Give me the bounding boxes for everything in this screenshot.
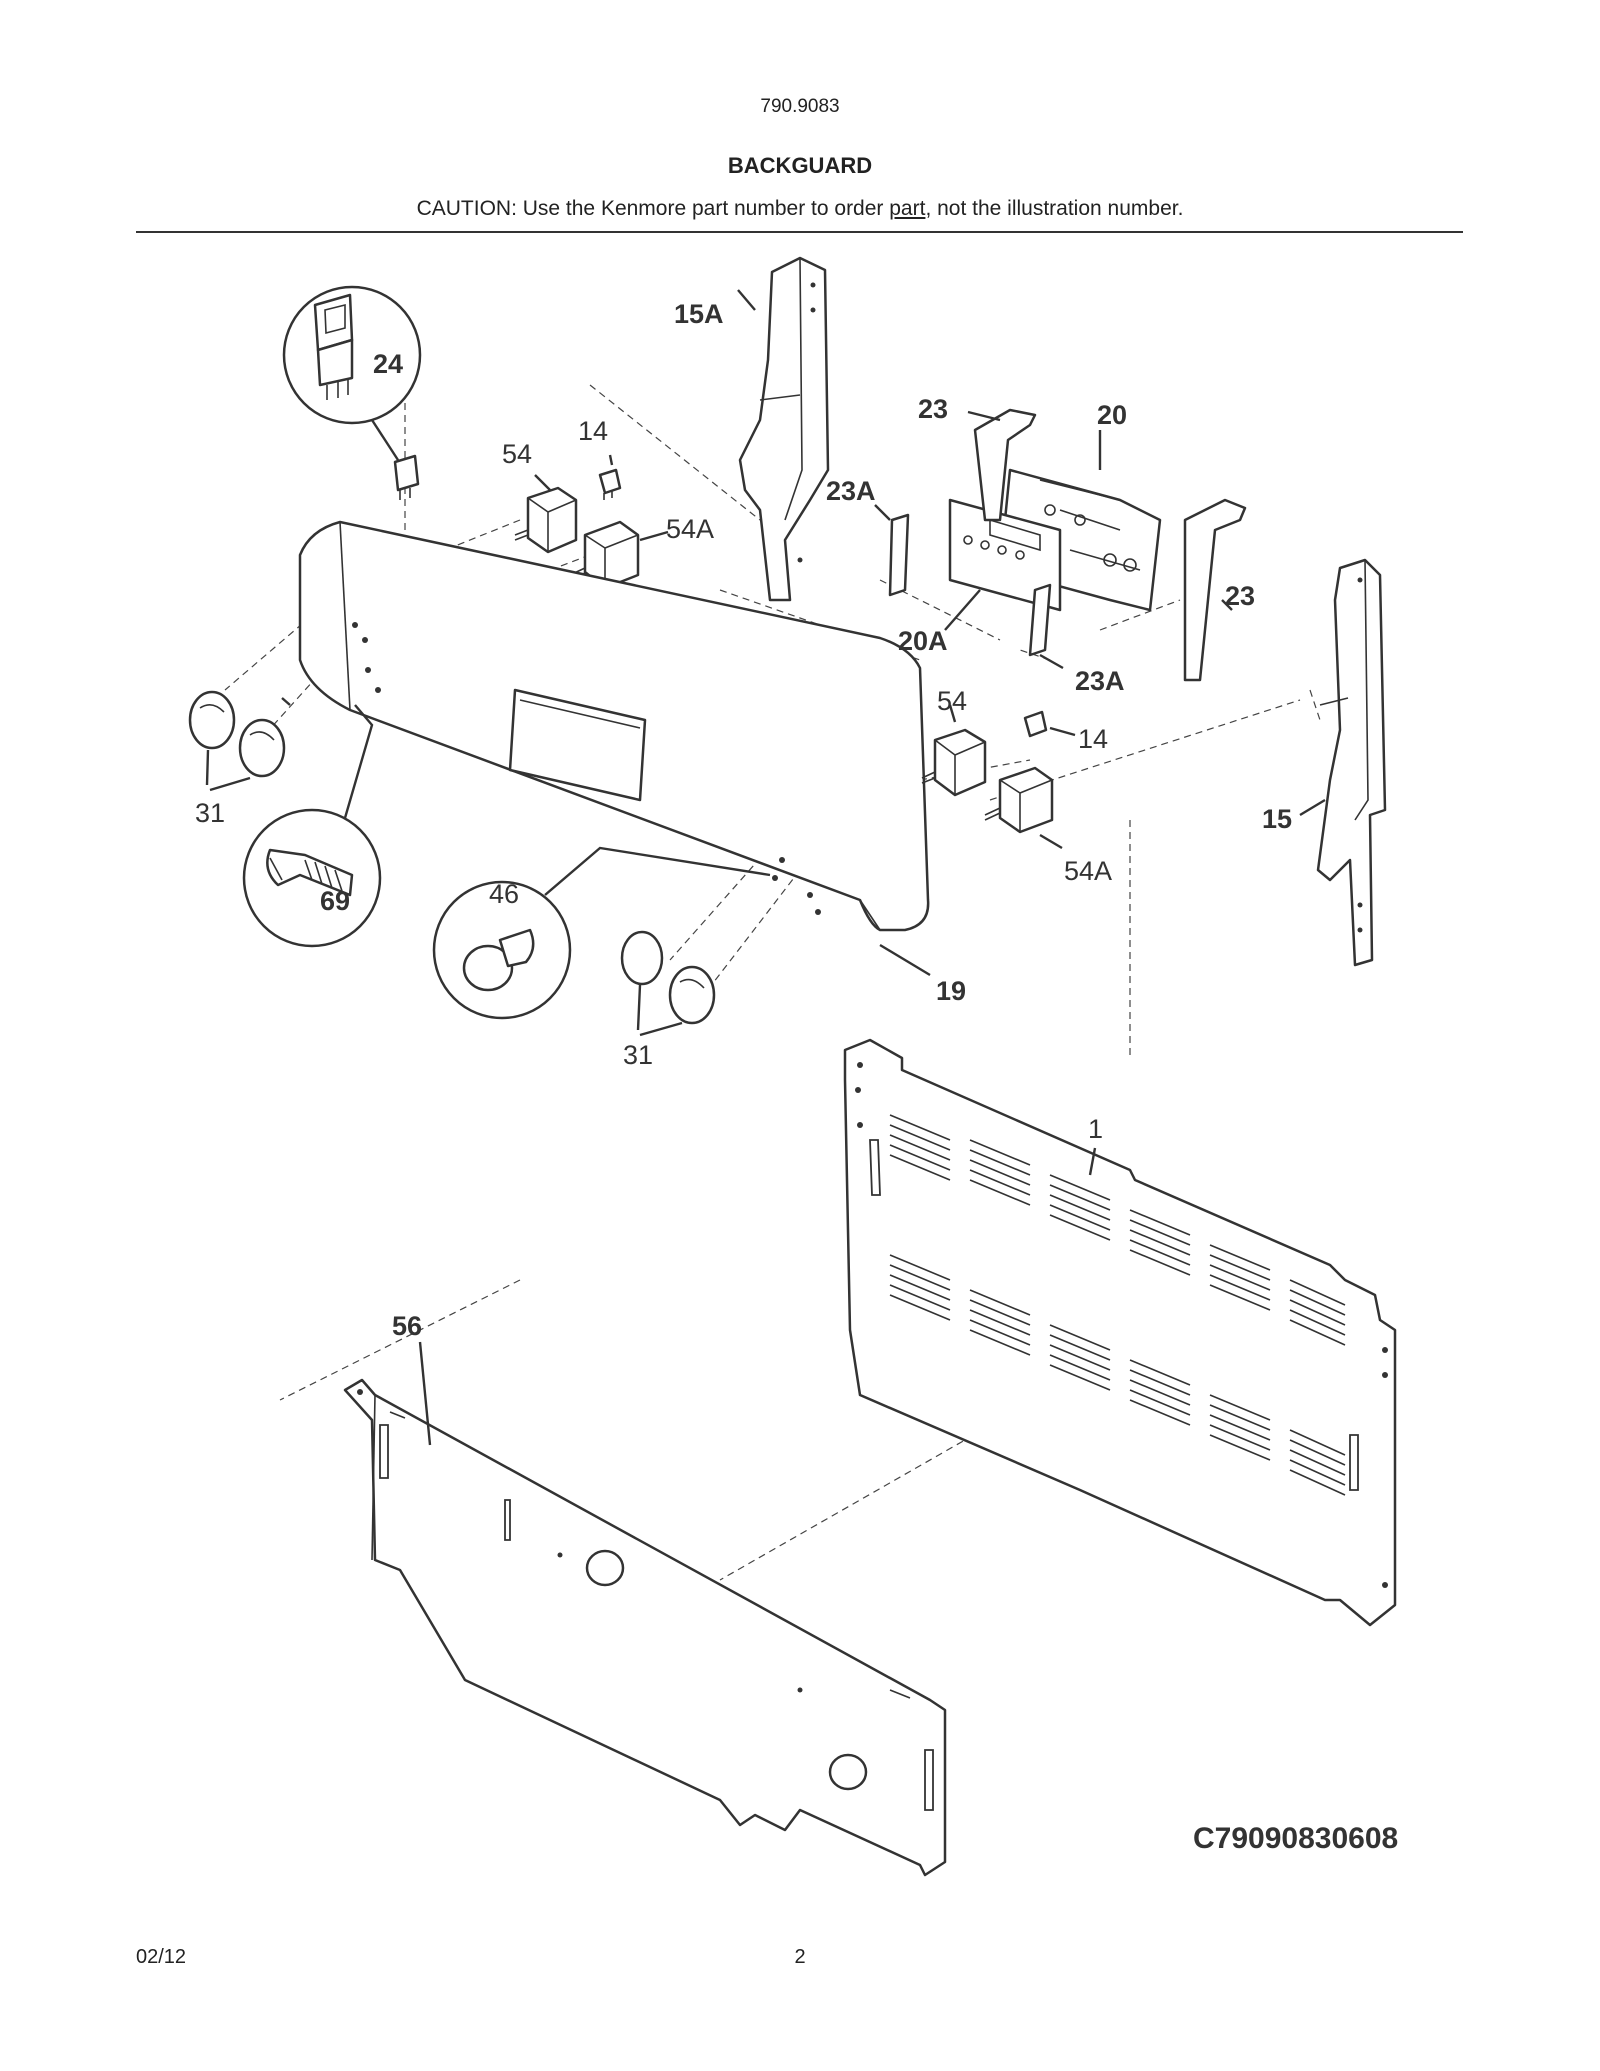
callout-56: 56	[392, 1311, 422, 1341]
control-board-assembly	[874, 408, 1247, 682]
callout-19: 19	[936, 976, 966, 1006]
callout-23a-bottom: 23A	[1075, 666, 1125, 696]
button-46	[432, 846, 771, 1020]
callout-54-right: 54	[937, 686, 967, 716]
caution-note: CAUTION: Use the Kenmore part number to …	[0, 197, 1600, 221]
console-panel-19	[298, 520, 931, 977]
callout-54a-left: 54A	[666, 514, 714, 544]
infinite-switches-right	[921, 704, 1076, 850]
callout-1: 1	[1088, 1114, 1103, 1144]
callout-20a: 20A	[898, 626, 948, 656]
page-title: BACKGUARD	[727, 153, 873, 178]
side-bracket-15	[1299, 558, 1387, 967]
rear-panel-1	[843, 1038, 1397, 1627]
callout-14-right: 14	[1078, 724, 1108, 754]
callout-31-left: 31	[195, 798, 225, 828]
callout-54-left: 54	[502, 439, 532, 469]
header-divider	[136, 231, 1463, 233]
caution-prefix: CAUTION: Use the Kenmore part number to …	[416, 197, 890, 220]
lower-panel-56	[343, 1341, 947, 1877]
callout-15a: 15A	[674, 299, 724, 329]
caution-underlined-word: part	[889, 197, 926, 220]
callout-23-top: 23	[918, 394, 948, 424]
callout-31-right: 31	[623, 1040, 653, 1070]
callout-20: 20	[1097, 400, 1127, 430]
switch-24	[282, 285, 422, 578]
model-number: 790.9083	[760, 96, 840, 117]
infinite-switches-left	[514, 454, 669, 590]
callout-54a-right: 54A	[1064, 856, 1112, 886]
callout-23a-left: 23A	[826, 476, 876, 506]
callout-14-left: 14	[578, 416, 608, 446]
callout-labels: 1 14 14 15 15A 19 20 20A 23 23 23A 23A 2…	[195, 299, 1398, 1855]
side-bracket-15a	[737, 256, 830, 602]
revision-date: 02/12	[136, 1946, 187, 1968]
knobs-31	[188, 690, 716, 1037]
callout-46: 46	[489, 879, 519, 909]
screw-69	[242, 697, 382, 948]
callout-15: 15	[1262, 804, 1292, 834]
page-number: 2	[794, 1946, 806, 1968]
caution-suffix: , not the illustration number.	[925, 197, 1184, 220]
callout-69: 69	[320, 886, 350, 916]
callout-24: 24	[373, 349, 403, 379]
callout-23-right: 23	[1225, 581, 1255, 611]
drawing-code: C79090830608	[1193, 1822, 1398, 1855]
